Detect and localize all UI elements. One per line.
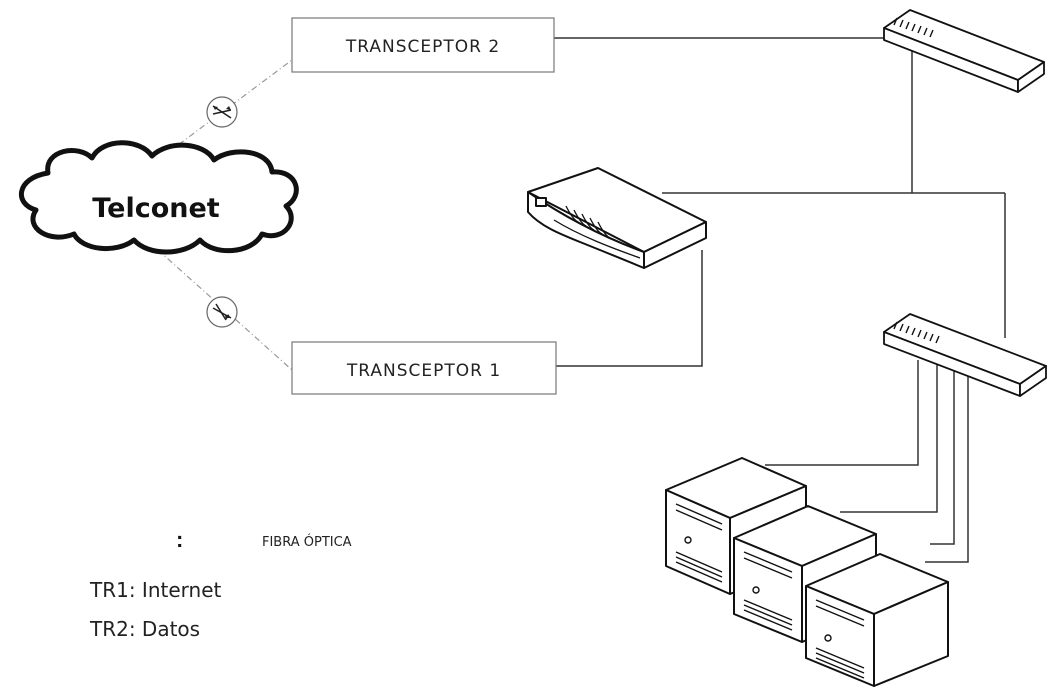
transceiver-2: TRANSCEPTOR 2 bbox=[291, 17, 555, 73]
fiber-connector-icon bbox=[206, 96, 238, 128]
legend-fiber-label: FIBRA ÓPTICA bbox=[262, 535, 352, 550]
legend-note-tr2: TR2: Datos bbox=[90, 617, 201, 641]
switch-icon bbox=[883, 9, 1045, 93]
modem-icon bbox=[527, 167, 707, 269]
cloud-label: Telconet bbox=[92, 193, 219, 224]
fiber-link-tr1 bbox=[157, 249, 293, 371]
network-links bbox=[554, 37, 1006, 563]
switch-icon bbox=[883, 313, 1047, 397]
telconet-cloud-icon: Telconet bbox=[19, 140, 299, 255]
transceiver-2-label: TRANSCEPTOR 2 bbox=[345, 37, 500, 57]
transceiver-1-label: TRANSCEPTOR 1 bbox=[346, 361, 501, 381]
legend-note-tr1: TR1: Internet bbox=[90, 578, 222, 602]
legend-symbol: : bbox=[176, 527, 184, 552]
server-icon bbox=[805, 553, 949, 687]
transceiver-1: TRANSCEPTOR 1 bbox=[291, 341, 557, 395]
fiber-connector-icon bbox=[206, 296, 238, 328]
